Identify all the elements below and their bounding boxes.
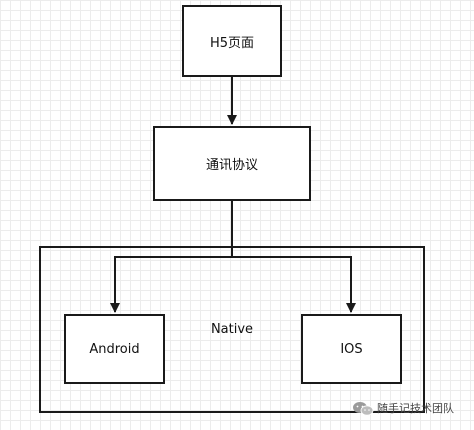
wechat-icon (353, 401, 374, 416)
ios-node: IOS (301, 314, 402, 384)
ios-label: IOS (340, 341, 363, 357)
h5-page-label: H5页面 (209, 35, 255, 51)
watermark-text: 随手记技术团队 (377, 402, 454, 415)
watermark: 随手记技术团队 (352, 400, 454, 416)
native-label: Native (210, 322, 254, 337)
h5-page-node: H5页面 (182, 5, 282, 77)
protocol-label: 通讯协议 (205, 158, 258, 173)
native-container (39, 246, 425, 413)
android-label: Android (89, 341, 140, 357)
protocol-node: 通讯协议 (153, 126, 311, 201)
android-node: Android (64, 314, 165, 384)
